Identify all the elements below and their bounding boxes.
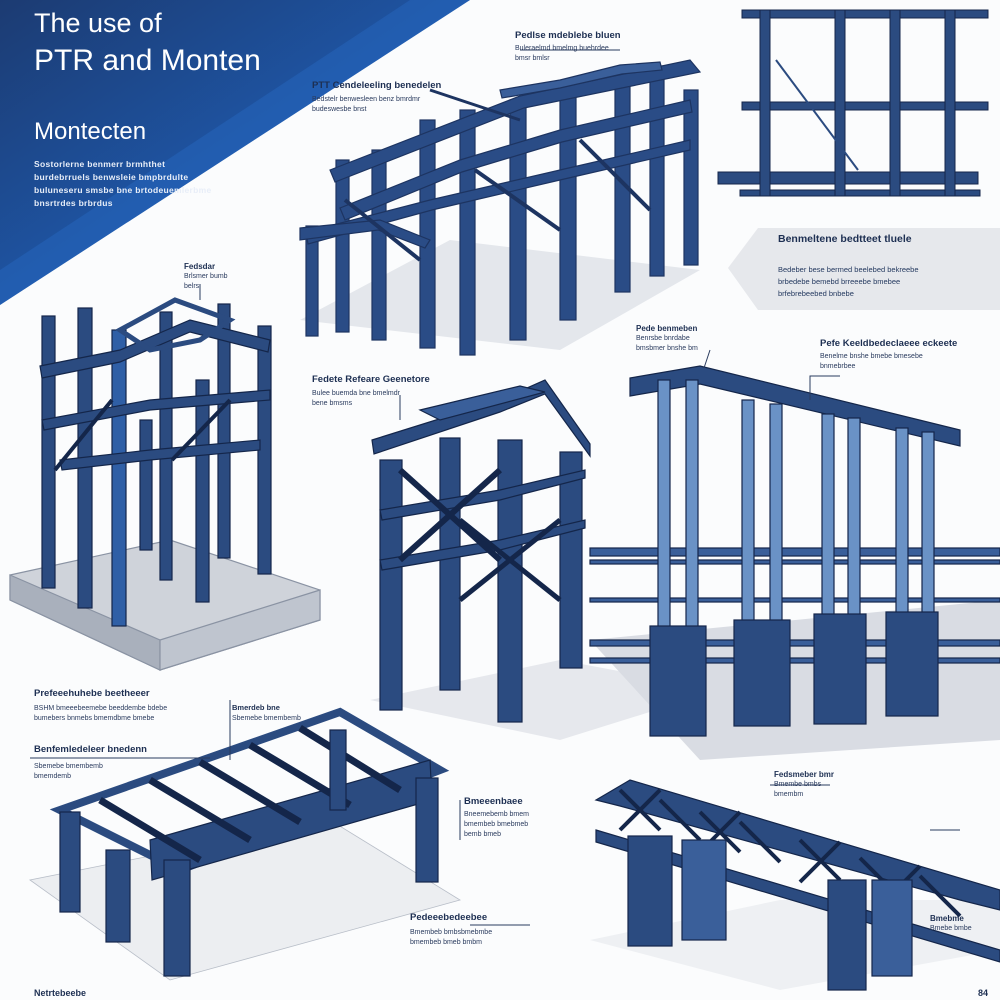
panel-desc-portal: Bedstelr benwesleen benz bmrdmr budeswes… [312, 96, 421, 113]
callout-shape [728, 228, 1000, 310]
page-number: 84 [978, 988, 989, 998]
panel-desc-bridge-piers: Benelme bnshe bmebe bmesebe bnmebrbee [820, 353, 923, 370]
truss-bridge-structure [590, 779, 1000, 991]
panel-label-girder-base: Pedeeebedeebee [410, 912, 488, 923]
panel-desc-girder-top: Sbemebe bmembemb [232, 715, 301, 722]
panel-label-truss-base: Bmebme [930, 914, 964, 923]
panel-label-portal: PTT Cendeleeling benedelen [312, 80, 442, 91]
panel-label-girder-side: Bmeeenbaee [464, 796, 523, 807]
panel-desc-braced: Bulee buemda bne bmelmdr bene bmsms [312, 390, 400, 407]
panel-label-pede: Pede benmeben [636, 324, 698, 333]
panel-desc-girder-base: Bmembeb bmbsbmebmbe bmembeb bmeb bmbm [410, 929, 493, 946]
panel-label-bridge-piers: Pefe Keeldbedeclaeee eckeete [820, 338, 958, 349]
intro-text: Sostorlerne benmerr brmhthet burdebrruel… [34, 159, 212, 208]
panel-desc-girder-detail: Sbemebe bmembemb bmemdemb [34, 763, 103, 780]
callout-title: Benmeltene bedtteet tluele [778, 233, 912, 245]
panel-label-girder-top: Bmerdeb bne [232, 703, 280, 712]
bridge-pier-structure [589, 365, 1000, 760]
tower-structure [9, 297, 321, 671]
subtitle: Montecten [34, 118, 147, 145]
panel-label-girder-detail: Benfemledeleer bnedenn [34, 744, 147, 755]
panel-desc-pede: Benrsbe bnrdabe bmsbmer bnshe bm [636, 335, 698, 352]
footer-label: Netrtebeebe [34, 988, 87, 998]
panel-label-braced: Fedete Refeare Geenetore [312, 374, 430, 385]
panel-label-elevation: Pedlse mdeblebe bluen [515, 30, 621, 41]
elevation-frame-structure [717, 9, 989, 197]
leader-lines [30, 49, 960, 926]
panel-label-girder: Prefeeehuhebe beetheeer [34, 688, 150, 699]
panel-desc-girder: BSHM bmeeebeemebe beeddembe bdebe bumebe… [34, 705, 168, 722]
panel-desc-truss: Bmembe bmbs bmembm [774, 781, 822, 798]
panel-desc-girder-side: Bneemebemb bmem bmembeb bmebmeb bemb bme… [464, 811, 529, 838]
braced-frame-structure [370, 379, 720, 740]
panel-label-tower: Fedsdar [184, 262, 216, 271]
header-banner [0, 0, 470, 305]
panel-desc-truss-base: Bmebe bmbe [930, 925, 972, 932]
panel-desc-tower: Brlsmer bumb belrs [184, 273, 228, 290]
title-line-2: PTR and Monten [34, 44, 261, 77]
title-line-1: The use of [34, 8, 162, 38]
portal-frame-structure [299, 59, 702, 356]
callout-description: Bedeber bese bermed beelebed bekreebe br… [778, 265, 919, 298]
girder-frame-structure [29, 707, 461, 981]
panel-label-truss: Fedsmeber bmr [774, 770, 835, 779]
panel-desc-elevation: Buleraelmd bmelmg buehrdee bmsr bmlsr [515, 45, 609, 62]
